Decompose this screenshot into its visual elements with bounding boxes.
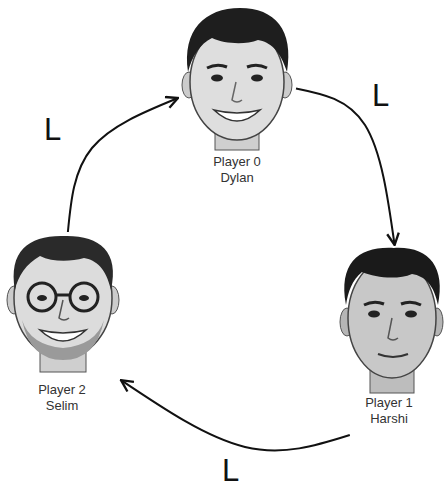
edge-label: L [370,80,391,112]
player-node: Player 2 Selim [3,232,121,422]
harshi-face [340,248,443,393]
player-caption: Player 0 Dylan [206,154,268,186]
selim-face [7,236,119,372]
player-caption: Player 2 Selim [31,382,93,414]
player-node: Player 1 Harshi [333,245,445,435]
player-caption: Player 1 Harshi [358,395,420,427]
turn-arrow [68,98,178,232]
edge-label: L [42,114,63,146]
turn-arrow [121,380,350,450]
edge-label: L [220,455,241,487]
dylan-face [182,8,292,150]
player-node: Player 0 Dylan [178,2,296,194]
